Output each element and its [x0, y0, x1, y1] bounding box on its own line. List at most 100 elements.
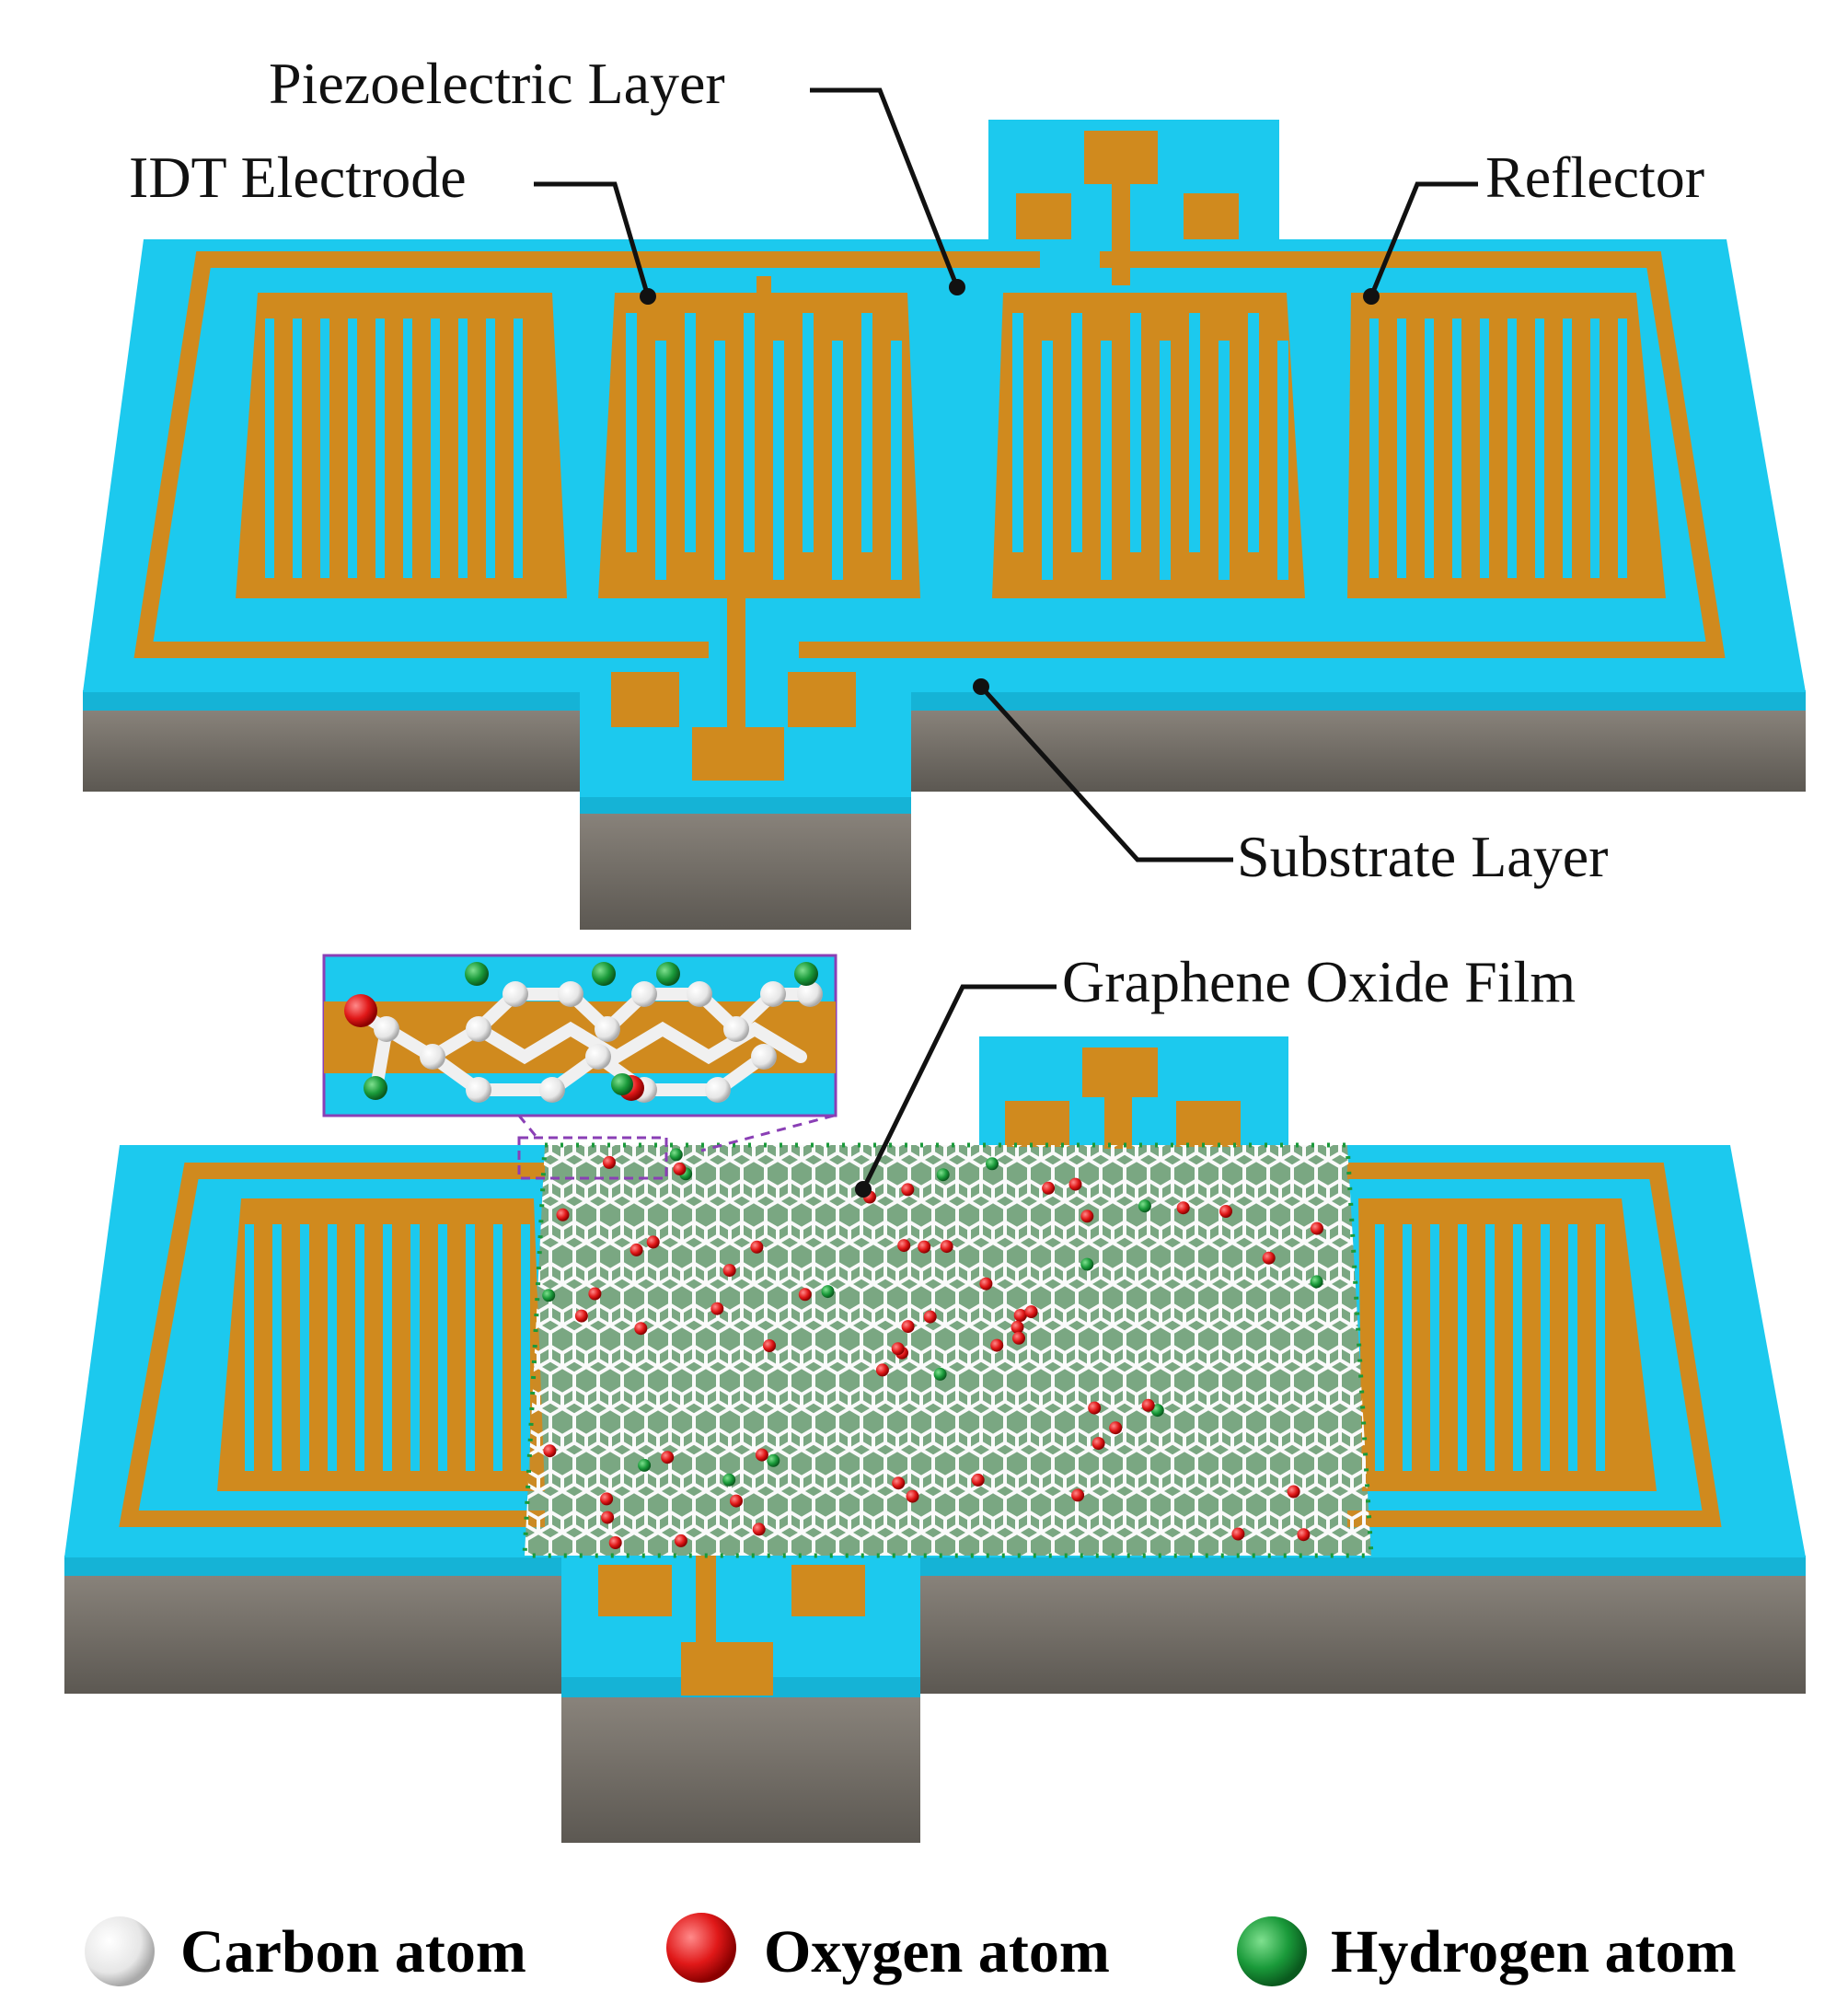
reflector-left	[236, 293, 567, 598]
hydrogen-atom	[1310, 1275, 1323, 1289]
oxygen-atom	[750, 1240, 764, 1254]
oxygen-atom	[1297, 1528, 1311, 1542]
bottom-contact-pad	[611, 598, 856, 781]
oxygen-atom	[752, 1522, 766, 1536]
oxygen-atom	[1141, 1398, 1155, 1412]
reflector-right	[1347, 293, 1666, 598]
hydrogen-atom	[638, 1458, 652, 1472]
oxygen-atom	[875, 1363, 889, 1377]
hydrogen-atom	[1138, 1199, 1151, 1213]
oxygen-atom	[1219, 1205, 1232, 1218]
oxygen-atom	[601, 1510, 615, 1524]
substrate-front-face-right	[911, 707, 1806, 792]
oxygen-atom	[923, 1310, 937, 1324]
oxygen-atom	[971, 1473, 985, 1487]
legend-oxygen-label: Oxygen atom	[764, 1918, 1110, 1985]
oxygen-atom	[608, 1536, 622, 1549]
bus-frame	[133, 251, 1726, 658]
oxygen-atom	[763, 1339, 776, 1352]
hydrogen-legend-icon	[1237, 1916, 1307, 1986]
oxygen-atom	[730, 1494, 743, 1508]
substrate-tab-front-lower	[561, 1694, 920, 1843]
leader-dots	[640, 279, 1380, 1198]
legend-hydrogen-label: Hydrogen atom	[1331, 1918, 1737, 1985]
oxygen-atom	[1109, 1421, 1123, 1435]
reflector-left-lower	[217, 1198, 545, 1491]
oxygen-atom	[1013, 1309, 1027, 1322]
graphene-oxide-film	[522, 1142, 1374, 1558]
hydrogen-atom	[986, 1157, 999, 1171]
oxygen-atom	[1088, 1401, 1102, 1415]
oxygen-atom	[1080, 1210, 1094, 1223]
oxygen-legend-icon	[666, 1913, 736, 1983]
oxygen-atom	[990, 1338, 1004, 1352]
idt-electrode-left	[598, 293, 920, 598]
oxygen-atom	[588, 1287, 602, 1301]
legend-carbon-label: Carbon atom	[180, 1918, 526, 1985]
oxygen-atom	[901, 1320, 915, 1334]
label-reflector: Reflector	[1485, 145, 1704, 210]
oxygen-atom	[1231, 1527, 1245, 1541]
hydrogen-atom	[936, 1168, 950, 1182]
oxygen-atom	[1287, 1485, 1300, 1499]
oxygen-atom	[1176, 1201, 1190, 1215]
oxygen-atom	[798, 1288, 812, 1302]
label-graphene-oxide-film: Graphene Oxide Film	[1062, 949, 1576, 1014]
reflector-right-lower	[1358, 1198, 1657, 1491]
hydrogen-atom	[669, 1148, 683, 1162]
label-idt-electrode: IDT Electrode	[129, 145, 467, 210]
oxygen-atom	[906, 1489, 919, 1503]
substrate-front-face-lower-right	[920, 1570, 1806, 1694]
oxygen-atom	[940, 1240, 953, 1254]
oxygen-atom	[674, 1534, 687, 1547]
top-contact-pad-lower	[1005, 1048, 1241, 1149]
oxygen-atom	[673, 1162, 687, 1175]
oxygen-atom	[1262, 1251, 1276, 1265]
oxygen-atom	[897, 1239, 911, 1253]
piezo-edge-right	[911, 690, 1806, 711]
oxygen-atom	[891, 1342, 905, 1356]
molecule-inset	[322, 954, 837, 1180]
oxygen-atom	[1042, 1181, 1056, 1195]
top-contact-pad	[757, 131, 1239, 296]
oxygen-atom	[710, 1302, 724, 1315]
oxygen-atom	[629, 1243, 643, 1256]
leader-lines	[534, 87, 1478, 1191]
piezo-edge-lower-right	[920, 1556, 1806, 1576]
leader-idt	[534, 181, 651, 297]
oxygen-atom	[600, 1492, 614, 1506]
idt-electrode-right	[992, 293, 1305, 598]
piezo-edge	[83, 690, 580, 711]
oxygen-atom	[646, 1235, 660, 1249]
magnified-region	[517, 1136, 668, 1180]
oxygen-atom	[543, 1444, 557, 1458]
oxygen-atom	[1091, 1437, 1105, 1451]
oxygen-atom	[918, 1240, 931, 1254]
oxygen-atom	[1068, 1177, 1082, 1191]
piezo-edge-lower	[64, 1556, 561, 1576]
oxygen-atom	[574, 1309, 588, 1323]
hydrogen-atom	[722, 1473, 736, 1487]
substrate-tab-front	[580, 808, 911, 930]
oxygen-atom	[661, 1451, 675, 1464]
hydrogen-atom	[933, 1367, 947, 1381]
hydrogen-atom	[767, 1453, 780, 1467]
hydrogen-atom	[1080, 1257, 1094, 1271]
oxygen-atom	[1071, 1488, 1085, 1502]
film-atoms	[542, 1148, 1323, 1549]
substrate-front-face-lower	[64, 1570, 561, 1694]
oxygen-atom	[892, 1476, 906, 1490]
label-piezoelectric-layer: Piezoelectric Layer	[269, 51, 725, 116]
carbon-legend-icon	[85, 1916, 155, 1986]
label-substrate-layer: Substrate Layer	[1237, 824, 1608, 889]
oxygen-atom	[1012, 1331, 1025, 1345]
piezo-edge-tab	[580, 795, 911, 814]
oxygen-atom	[556, 1208, 570, 1221]
top-device	[83, 120, 1806, 930]
bus-frame-lower	[119, 1163, 1722, 1527]
inset-atoms	[344, 962, 823, 1103]
legend: Carbon atom Oxygen atom Hydrogen atom	[85, 1913, 1737, 1986]
leader-piezo	[810, 87, 960, 288]
leader-reflector	[1369, 181, 1478, 297]
